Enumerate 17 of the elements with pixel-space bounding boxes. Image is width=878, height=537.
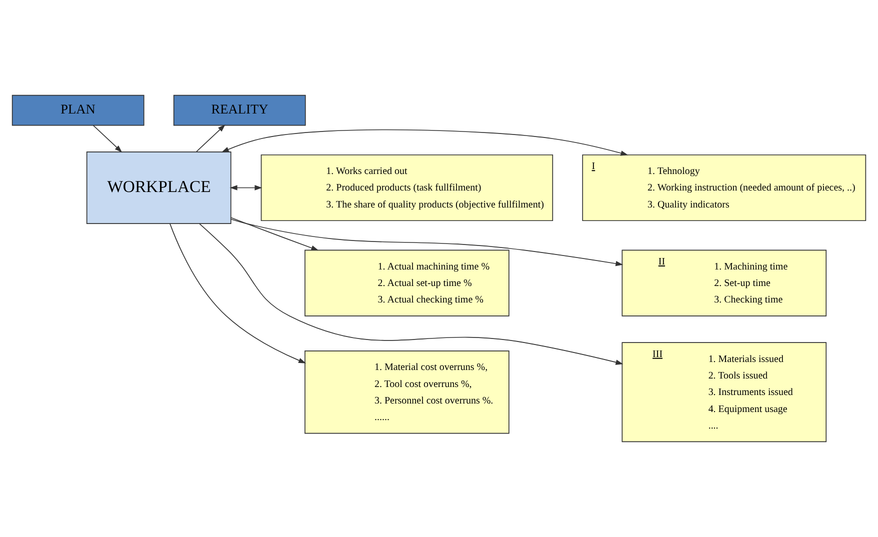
node-box: 1. Material cost overruns %, 2. Tool cost overruns %, 3. Personnel cost overruns %. ...... — [304, 350, 510, 434]
node-box: WORKPLACE — [86, 152, 232, 224]
node-box: 1. Actual machining time % 2. Actual set-up time % 3. Actual checking time % — [304, 250, 510, 316]
arrow — [169, 223, 306, 364]
node-box: 1. Works carried out 2. Produced products (task fullfilment) 3. The share of quality products (objective fullfilment) — [260, 154, 554, 222]
arrow — [221, 129, 628, 156]
node-box: II 1. Machining time 2. Set-up time 3. Checking time — [622, 250, 827, 316]
arrow — [196, 124, 226, 152]
arrow — [230, 185, 262, 190]
arrow — [230, 218, 624, 266]
node-box: PLAN — [12, 94, 144, 126]
node-box: III 1. Materials issued 2. Tools issued 3. Instruments issued 4. Equipment usage .... — [622, 342, 827, 442]
arrow — [92, 124, 122, 152]
arrow — [230, 217, 319, 251]
node-box: I 1. Tehnology 2. Working instruction (needed amount of pieces, ..) 3. Quality indicators — [582, 154, 866, 222]
arrow — [199, 223, 624, 365]
node-box: REALITY — [173, 94, 306, 126]
